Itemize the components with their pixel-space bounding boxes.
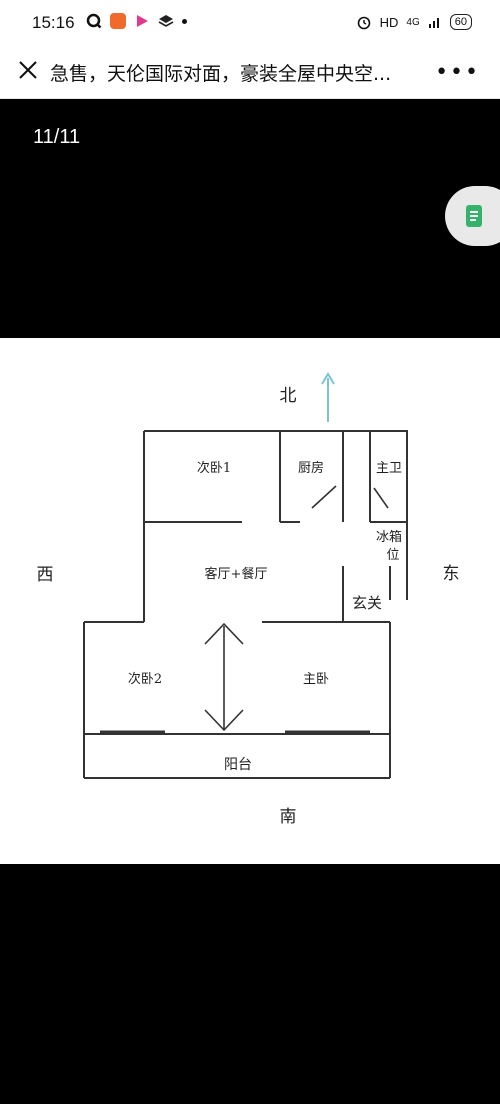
network-label: HD [379,14,399,30]
room-entrance: 玄关 [352,594,382,612]
signal-icon [428,18,439,28]
layers-app-icon [158,15,174,27]
title-bar: 急售，天伦国际对面，豪装全屋中央空... ••• [0,46,500,99]
status-app-icons [86,13,187,29]
orange-app-icon [110,13,126,29]
walls [83,430,408,779]
double-arrow [204,622,244,732]
image-counter: 11/11 [33,126,81,148]
status-bar: 15:16 HD 4G 60 [0,0,500,46]
room-secondary-bedroom-1: 次卧1 [197,460,231,476]
compass-north: 北 [280,386,297,406]
room-kitchen: 厨房 [298,460,324,476]
alarm-icon [357,16,370,30]
q-app-icon [86,13,102,29]
room-fridge-line1: 冰箱 [376,529,402,545]
floor-plan-image[interactable]: 北 南 东 西 次卧1 厨房 主卫 冰箱 位 客厅+餐厅 玄关 次卧2 主卧 阳… [0,338,500,864]
signal-label: 4G [406,16,420,28]
page-title: 急售，天伦国际对面，豪装全屋中央空... [50,63,392,85]
video-app-icon [137,15,148,27]
north-arrow-head [321,372,335,385]
room-fridge-line2: 位 [386,548,399,563]
room-master-bath: 主卫 [376,461,402,476]
compass-east: 东 [443,564,460,584]
floor-plan-drawing: 北 南 东 西 次卧1 厨房 主卫 冰箱 位 客厅+餐厅 玄关 次卧2 主卧 阳… [37,372,460,827]
close-icon[interactable] [16,58,40,82]
status-time: 15:16 [32,13,75,32]
document-icon [466,205,482,227]
door-swings [311,485,389,509]
compass-west: 西 [37,565,54,585]
room-living-dining: 客厅+餐厅 [205,566,268,582]
room-balcony: 阳台 [224,757,252,773]
more-icon[interactable]: ••• [435,60,480,85]
floating-doc-button[interactable] [445,186,500,246]
battery-indicator: 60 [449,14,472,30]
room-secondary-bedroom-2: 次卧2 [128,671,162,687]
room-master-bedroom: 主卧 [303,672,329,687]
status-right: HD 4G 60 [356,14,472,30]
compass-south: 南 [280,807,297,827]
notification-dot [182,18,187,24]
